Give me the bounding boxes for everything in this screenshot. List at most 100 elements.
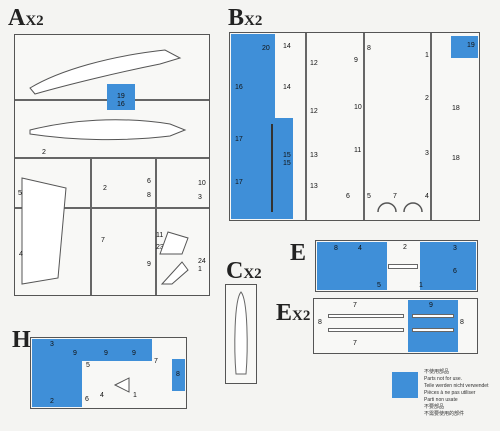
stabilizer-part	[21, 177, 67, 285]
part-number: 7	[393, 193, 397, 200]
legend-text: 不使用部品 Parts not for use. Teile werden ni…	[424, 369, 498, 418]
part-number: 15	[283, 152, 291, 159]
sprue-e2-count: X2	[292, 308, 311, 324]
part-number: 17	[235, 136, 243, 143]
part-number: 5	[377, 282, 381, 289]
sprue-e2-label: EX2	[276, 301, 310, 325]
canopy-part	[234, 291, 248, 375]
sprue-c-count: X2	[243, 266, 262, 282]
sprue-b-label: BX2	[228, 6, 262, 30]
sprue-a-runner	[15, 157, 209, 159]
legend-line: Parti non usate	[424, 397, 458, 403]
legend-line: 不使用部品	[424, 369, 450, 375]
wing-upper-part	[29, 49, 182, 95]
sprue-e-letter: E	[290, 240, 307, 266]
part-number: 19	[467, 42, 475, 49]
part-number: 8	[176, 371, 180, 378]
part-number: 4	[425, 193, 429, 200]
part-number: 12	[310, 60, 318, 67]
sprue-b-runner	[430, 33, 432, 220]
unused-part-h	[172, 359, 185, 391]
part-number: 6	[346, 193, 350, 200]
part-number: 7	[353, 340, 357, 347]
part-number: 9	[429, 302, 433, 309]
part-number: 7	[353, 302, 357, 309]
sprue-a-letter: A	[8, 5, 26, 31]
sprue-h-letter: H	[12, 327, 31, 353]
part-number: 3	[453, 245, 457, 252]
part-number: 13	[310, 152, 318, 159]
part-number: 9	[147, 261, 151, 268]
part-number: 5	[18, 190, 22, 197]
part-number: 8	[147, 192, 151, 199]
unused-part-e	[420, 242, 476, 290]
sprue-b-runner	[363, 33, 365, 220]
fin-part	[159, 231, 189, 255]
part-number: 3	[50, 341, 54, 348]
sprue-e-label: E	[290, 241, 306, 265]
part-number: 2	[425, 95, 429, 102]
sprue-a-label: AX2	[8, 6, 44, 30]
part-number: 10	[198, 180, 206, 187]
part-number: 4	[358, 245, 362, 252]
part-number: 4	[19, 251, 23, 258]
part-number: 14	[283, 43, 291, 50]
legend-line: Teile werden nicht verwendet	[424, 383, 489, 389]
part-number: 2	[103, 185, 107, 192]
part-number: 6	[85, 396, 89, 403]
part-number: 18	[452, 155, 460, 162]
part-number: 10	[354, 104, 362, 111]
sprue-e2-letter: E	[276, 300, 293, 326]
part-number: 1	[133, 392, 137, 399]
missile-part	[328, 328, 404, 332]
legend-line: Pièces à ne pas utiliser	[424, 390, 476, 396]
part-number: 9	[73, 350, 77, 357]
unused-part-h	[82, 339, 152, 361]
part-number: 20	[262, 45, 270, 52]
unused-part-e2	[408, 300, 458, 352]
unused-part-a	[107, 84, 135, 110]
part-number: 12	[310, 108, 318, 115]
part-number: 5	[86, 362, 90, 369]
part-number: 24	[198, 258, 206, 265]
missile-part	[412, 314, 454, 318]
unused-part-h	[32, 339, 82, 407]
part-number: 19	[117, 93, 125, 100]
fin-part	[160, 261, 189, 285]
part-number: 11	[354, 147, 362, 154]
part-number: 2	[50, 398, 54, 405]
part-number: 11	[156, 232, 164, 239]
unused-part-b	[231, 118, 293, 219]
part-number: 9	[132, 350, 136, 357]
part-number: 13	[310, 183, 318, 190]
legend-swatch	[392, 372, 418, 398]
part-number: 1	[425, 52, 429, 59]
sprue-b-runner	[305, 33, 307, 220]
part-number: 7	[101, 237, 105, 244]
part-number: 2	[42, 149, 46, 156]
part-number: 5	[367, 193, 371, 200]
part-number: 3	[425, 150, 429, 157]
part-number: 16	[117, 101, 125, 108]
part-number: 18	[452, 105, 460, 112]
part-number: 4	[100, 392, 104, 399]
part-number: 16	[235, 84, 243, 91]
sprue-c-label: CX2	[226, 259, 262, 283]
wing-lower-part	[29, 119, 187, 141]
legend-line: 不需要使用的部件	[424, 411, 465, 417]
part-number: 8	[367, 45, 371, 52]
part-number: 7	[154, 358, 158, 365]
part-number: 23	[156, 244, 164, 251]
sprue-a-runner	[90, 157, 92, 295]
missile-part	[328, 314, 404, 318]
part-number: 8	[318, 319, 322, 326]
part-number: 17	[235, 179, 243, 186]
part-number: 8	[334, 245, 338, 252]
hoop-part	[377, 202, 423, 213]
part-number: 1	[419, 282, 423, 289]
sprue-a-runner	[155, 157, 157, 295]
part-number: 1	[198, 266, 202, 273]
unused-part-b	[451, 36, 478, 58]
part-number: 8	[460, 319, 464, 326]
part-number: 6	[147, 178, 151, 185]
